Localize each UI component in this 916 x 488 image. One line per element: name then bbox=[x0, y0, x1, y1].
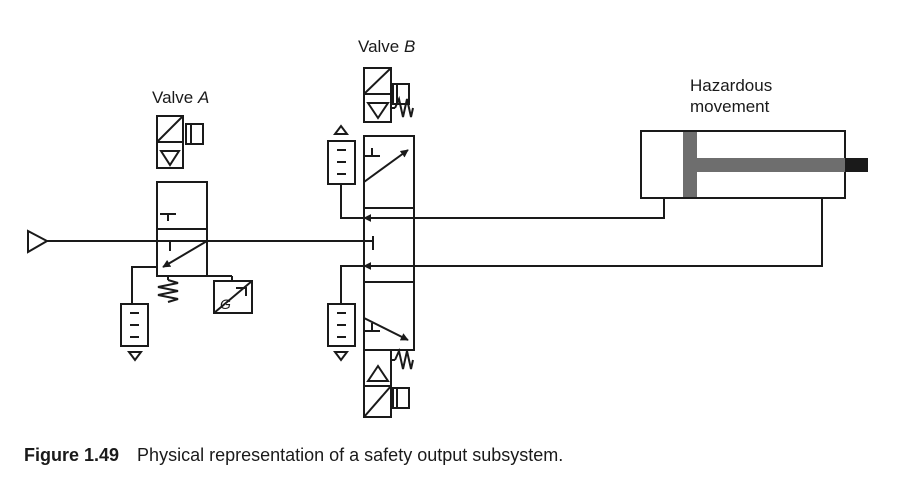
cylinder-piston bbox=[683, 132, 845, 197]
figure-number: Figure 1.49 bbox=[24, 445, 120, 465]
pressure-source-symbol bbox=[27, 229, 50, 254]
valve-a-spring-icon bbox=[157, 276, 179, 303]
valve-b-top-spring-icon bbox=[391, 95, 414, 118]
valve-b-lower-exhaust-silencer-icon bbox=[327, 303, 356, 362]
cylinder-rod-end bbox=[845, 158, 868, 172]
valve-a bbox=[120, 115, 253, 362]
valve-a-pressure-switch-icon bbox=[207, 275, 253, 314]
valve-b-upper-exhaust-silencer-icon bbox=[327, 124, 356, 185]
valve-b bbox=[327, 67, 415, 418]
valve-a-label: Valve A bbox=[152, 88, 209, 107]
cylinder-port-line-1 bbox=[414, 198, 665, 219]
cylinder-port-line-2 bbox=[414, 198, 823, 267]
figure-caption: Figure 1.49 Physical representation of a … bbox=[24, 445, 563, 466]
valve-b-bottom-solenoid-icon bbox=[363, 349, 410, 418]
valve-b-bottom-spring-icon bbox=[391, 347, 414, 370]
valve-a-exhaust-silencer-icon bbox=[120, 303, 149, 362]
valve-a-solenoid-icon bbox=[156, 115, 204, 169]
pressure-switch-letter: G bbox=[220, 296, 231, 312]
valve-b-label: Valve B bbox=[358, 37, 415, 56]
figure-caption-text: Physical representation of a safety outp… bbox=[137, 445, 564, 465]
